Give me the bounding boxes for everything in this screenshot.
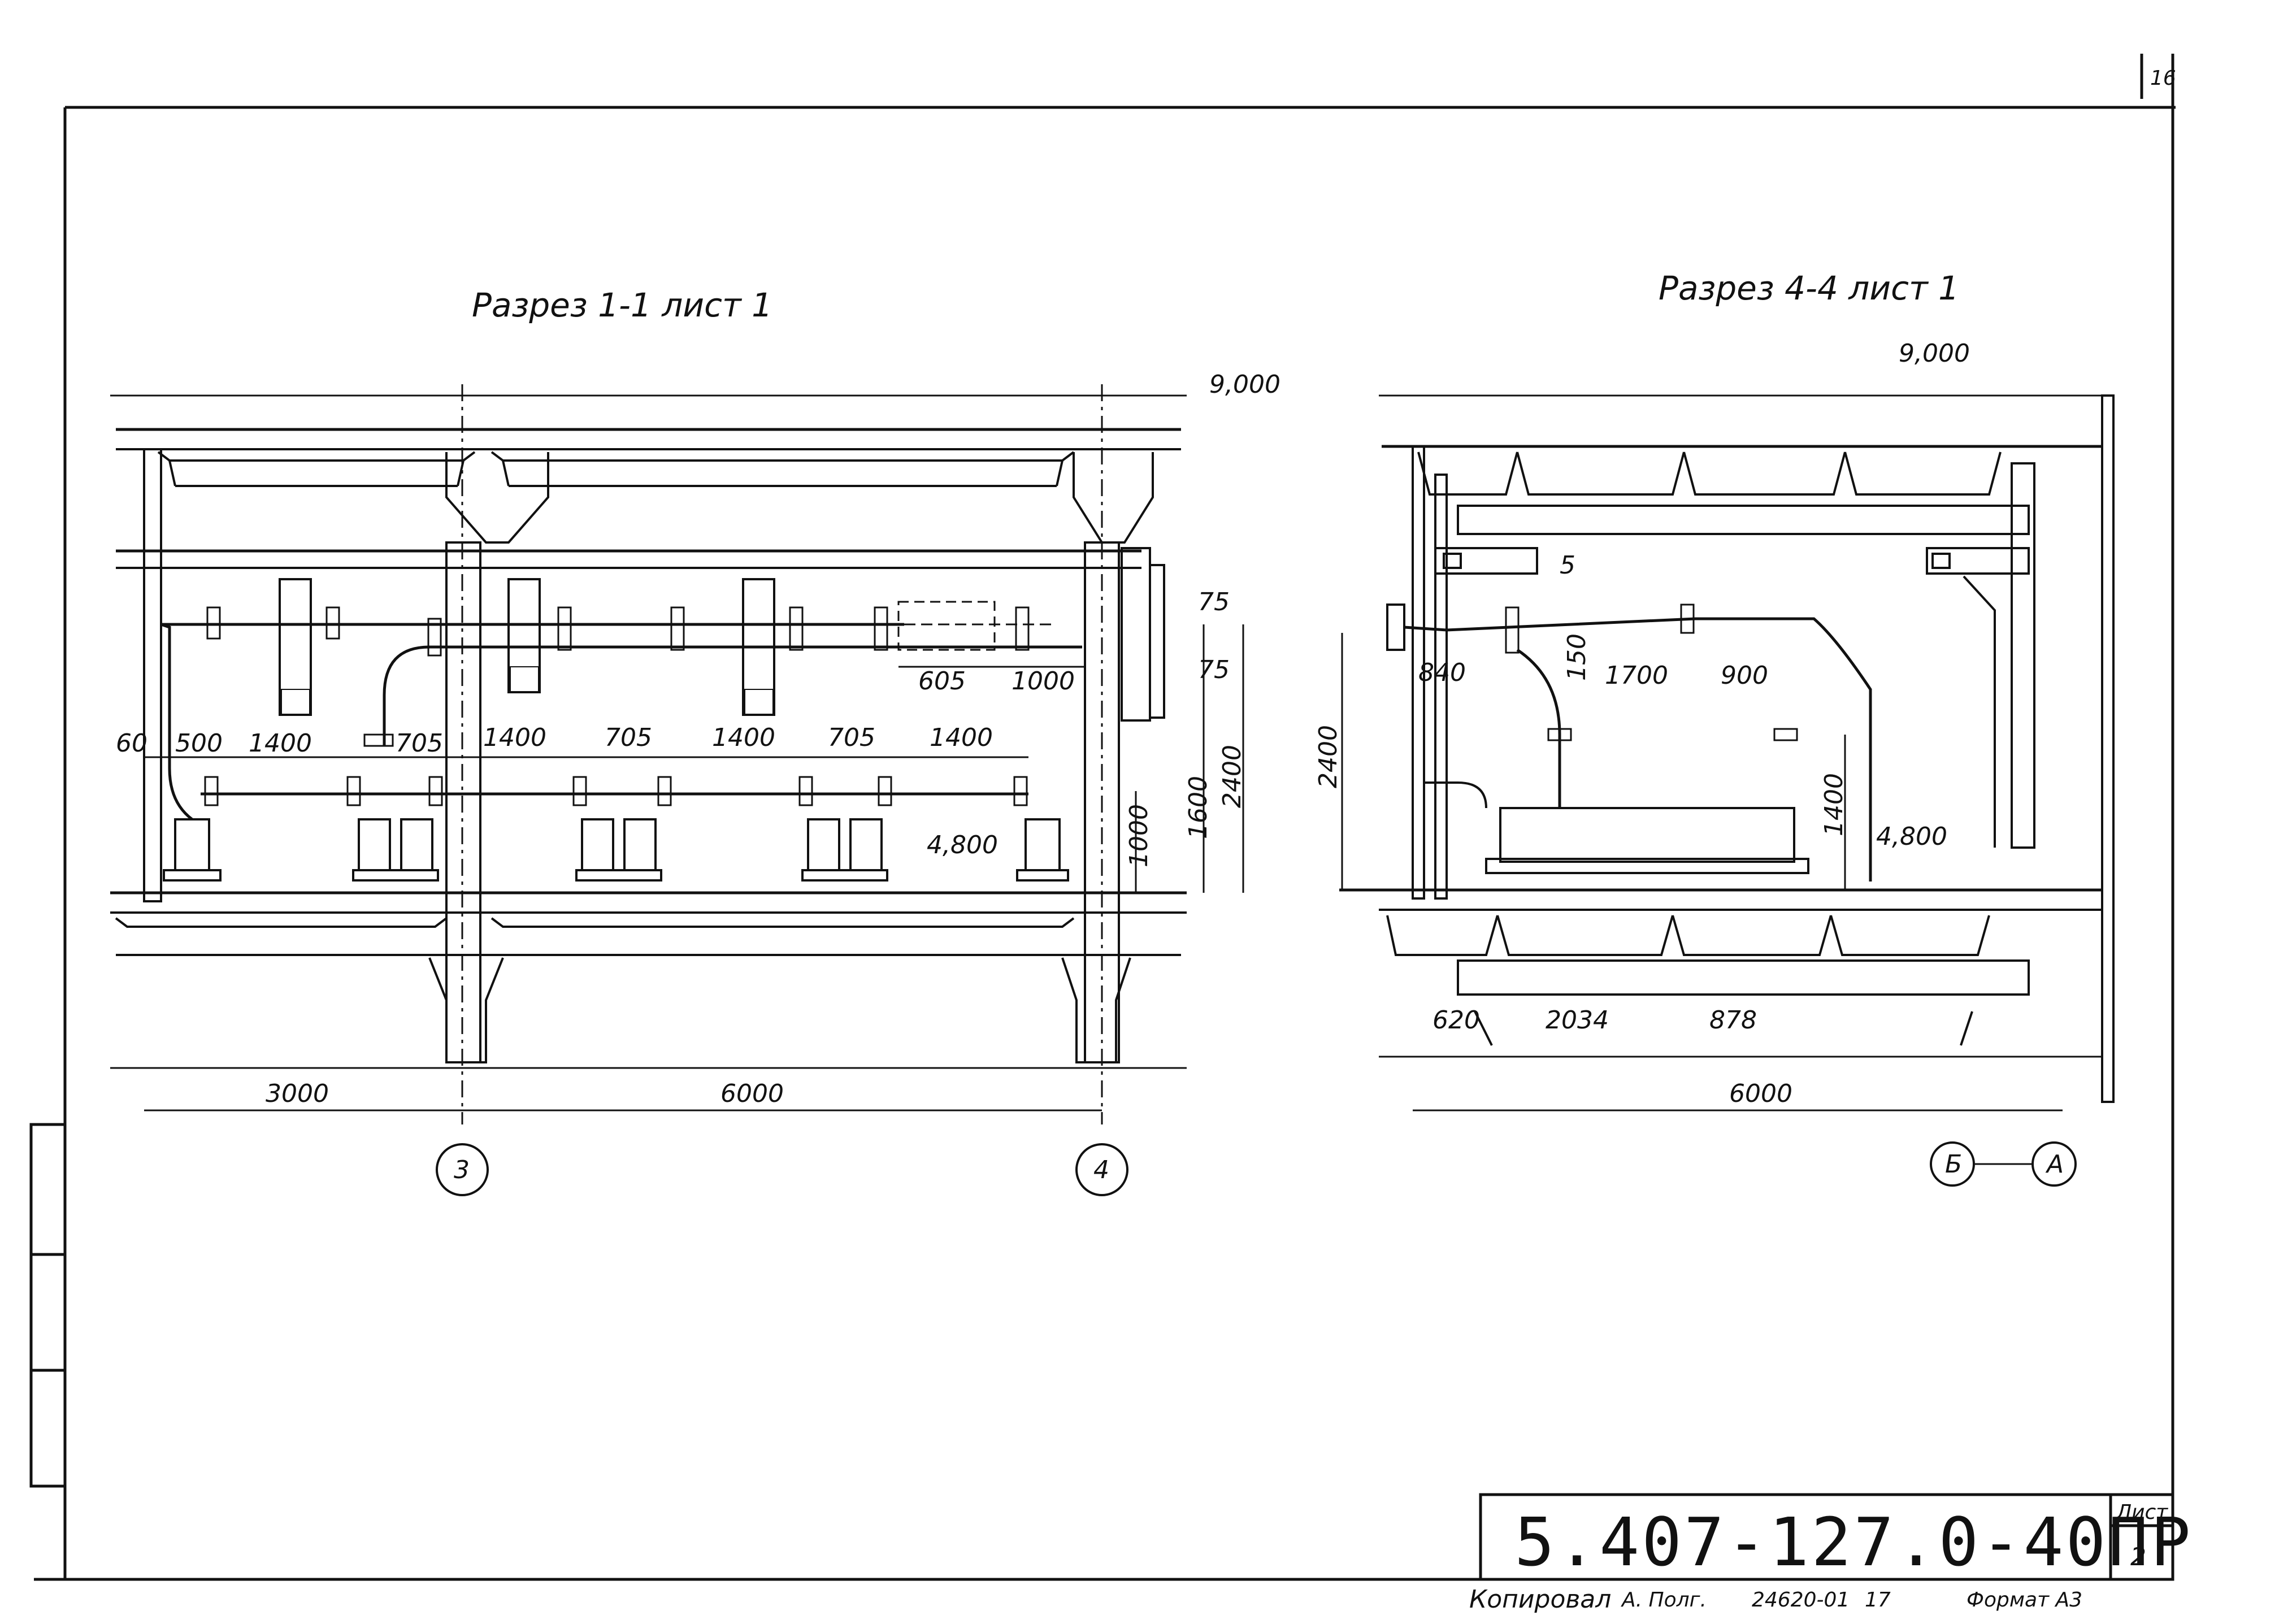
s11-dim-1600-v: 1600 — [1184, 776, 1213, 839]
copy-number: 17 — [1865, 1588, 1891, 1612]
s44-dim-900: 900 — [1721, 661, 1768, 690]
s11-dim-75-b: 75 — [1198, 655, 1230, 684]
s11-dim-75-a: 75 — [1198, 588, 1230, 616]
s44-elevation-top: 9,000 — [1899, 339, 1970, 368]
s11-dim-500: 500 — [175, 729, 223, 758]
s11-dim-705-c: 705 — [828, 723, 875, 752]
s11-dim-1400-c: 1400 — [712, 723, 775, 752]
s11-dim-605: 605 — [918, 667, 966, 696]
s44-dim-1400: 1400 — [1820, 773, 1848, 836]
s11-elevation-top: 9,000 — [1209, 370, 1280, 399]
section-1-1-title: Разрез 1-1 лист 1 — [472, 286, 772, 324]
binding-strip — [29, 1123, 67, 1488]
s11-elevation-floor: 4,800 — [927, 831, 998, 859]
format-label: Формат А3 — [1967, 1588, 2082, 1612]
s44-dim-150: 150 — [1562, 633, 1591, 681]
axis-b-label: Б — [1945, 1150, 1962, 1179]
s44-elevation-floor: 4,800 — [1876, 822, 1947, 851]
s11-dim-6000: 6000 — [720, 1079, 784, 1108]
copier-name: А. Полг. — [1621, 1588, 1707, 1612]
drawing-code: 5.407-127.0-40ПР — [1514, 1503, 2193, 1581]
list-label: Лист — [2115, 1501, 2168, 1524]
list-number: 2 — [2130, 1543, 2146, 1571]
section-1-1 — [110, 384, 1244, 1124]
s44-dim-2400: 2400 — [1314, 725, 1343, 788]
s11-dim-60: 60 — [116, 729, 147, 758]
title-block — [1479, 1493, 2174, 1581]
order-number: 24620-01 — [1752, 1588, 1850, 1612]
s44-dim-1700: 1700 — [1605, 661, 1668, 690]
section-4-4-title: Разрез 4-4 лист 1 — [1659, 269, 1959, 307]
axis-a-label: А — [2045, 1150, 2064, 1179]
s11-dim-705-a: 705 — [396, 729, 443, 758]
axis-4-label: 4 — [1093, 1156, 1109, 1184]
axis-b-bubble — [1930, 1141, 1975, 1187]
s44-dim-620: 620 — [1432, 1006, 1480, 1035]
s44-dim-6000: 6000 — [1729, 1079, 1792, 1108]
section-4-4 — [1339, 394, 2115, 1111]
s11-dim-2400-v: 2400 — [1218, 745, 1247, 808]
s11-dim-3000: 3000 — [266, 1079, 329, 1108]
page-number: 16 — [2150, 67, 2176, 90]
axis-3-bubble — [436, 1143, 489, 1196]
axis-a-bubble — [2031, 1141, 2077, 1187]
s11-dim-1400-b: 1400 — [483, 723, 546, 752]
s44-callout-5: 5 — [1560, 551, 1575, 580]
s11-dim-705-b: 705 — [605, 723, 652, 752]
s44-dim-878: 878 — [1709, 1006, 1757, 1035]
s44-dim-2034: 2034 — [1546, 1006, 1609, 1035]
s11-dim-1400-a: 1400 — [249, 729, 312, 758]
s11-dim-1000: 1000 — [1012, 667, 1075, 696]
s11-dim-1000-v: 1000 — [1125, 804, 1153, 867]
axis-3-label: 3 — [454, 1156, 470, 1184]
s44-dim-840: 840 — [1418, 658, 1466, 687]
copied-by-label: Копировал — [1469, 1585, 1611, 1614]
s11-dim-1400-d: 1400 — [930, 723, 993, 752]
axis-4-bubble — [1075, 1143, 1128, 1196]
